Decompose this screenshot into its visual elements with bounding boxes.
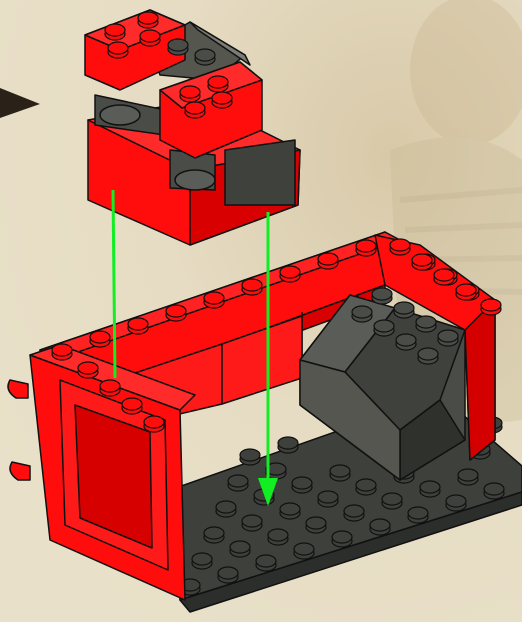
subassembly-stud-top (180, 86, 200, 98)
plate-stud-top (294, 543, 314, 555)
wall-stud-top (144, 416, 164, 428)
subassembly-stud-top (105, 24, 125, 36)
subassembly-stud-top (212, 92, 232, 104)
subassembly-stud-top (108, 42, 128, 54)
plate-stud-top (344, 505, 364, 517)
guide-line-left (113, 190, 115, 378)
plate-stud-top (230, 541, 250, 553)
plate-stud-top (268, 529, 288, 541)
wall-stud-top (100, 380, 120, 392)
wall-stud-top (280, 266, 300, 278)
plate-stud-top (318, 491, 338, 503)
plate-stud-top (280, 503, 300, 515)
wall-stud-top (78, 362, 98, 374)
subassembly-stud-top (138, 12, 158, 24)
plate-stud-top (382, 493, 402, 505)
wall-stud-top (456, 284, 476, 296)
slope-stud-top (352, 306, 372, 318)
plate-stud-top (278, 437, 298, 449)
subassembly-stud-top (168, 39, 188, 51)
plate-stud-top (356, 479, 376, 491)
slope-stud-top (416, 316, 436, 328)
slope-stud-top (394, 302, 414, 314)
slope-stud-top (374, 320, 394, 332)
plate-stud-top (420, 481, 440, 493)
wall-stud-top (166, 305, 186, 317)
plate-stud-top (256, 555, 276, 567)
plate-stud-top (484, 483, 504, 495)
plate-stud-top (446, 495, 466, 507)
wall-stud-top (122, 398, 142, 410)
slope-stud-top (418, 348, 438, 360)
wall-stud-top (412, 254, 432, 266)
wall-stud-top (481, 299, 501, 311)
plate-stud-top (292, 477, 312, 489)
plate-stud-top (216, 501, 236, 513)
subassembly-stud-top (195, 49, 215, 61)
plate-stud-top (204, 527, 224, 539)
plate-stud-top (458, 469, 478, 481)
subassembly-stud-top (185, 102, 205, 114)
plate-stud-top (370, 519, 390, 531)
wall-stud-top (204, 292, 224, 304)
wall-stud-top (128, 318, 148, 330)
wall-stud-top (434, 269, 454, 281)
slope-stud-top (438, 330, 458, 342)
plate-stud-top (240, 449, 260, 461)
subassembly-stud-top (208, 76, 228, 88)
plate-stud-top (228, 475, 248, 487)
plate-stud-top (306, 517, 326, 529)
wall-stud-top (242, 279, 262, 291)
slope-stud-top (396, 334, 416, 346)
plate-stud-top (332, 531, 352, 543)
plate-stud-top (218, 567, 238, 579)
wall-stud-top (90, 331, 110, 343)
wall-stud-top (318, 253, 338, 265)
wall-stud-top (356, 240, 376, 252)
subassembly-stud-top (140, 30, 160, 42)
plate-stud-top (330, 465, 350, 477)
plate-stud-top (242, 515, 262, 527)
slope-stud-top (372, 288, 392, 300)
plate-stud-top (192, 553, 212, 565)
wall-stud-top (390, 239, 410, 251)
wall-stud-top (52, 344, 72, 356)
plate-stud-top (408, 507, 428, 519)
